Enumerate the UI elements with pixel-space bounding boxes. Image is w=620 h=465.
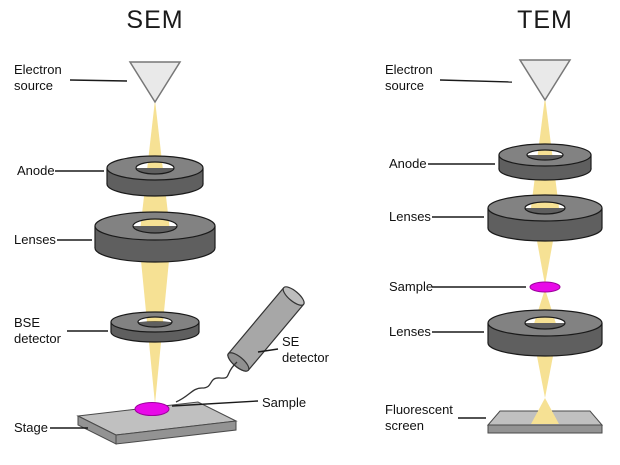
sem-se-detector-cap-top xyxy=(282,286,305,306)
tem-electron-source-triangle xyxy=(518,59,572,102)
tem-leader-electron-source xyxy=(439,79,513,83)
tem-electron-beam-lower xyxy=(531,398,559,424)
tem-lenses-lower-ring xyxy=(487,309,603,357)
sem-se-detector-edge-right xyxy=(247,304,305,371)
tem-anode-ring-top-face xyxy=(498,143,592,167)
tem-label-anode: Anode xyxy=(389,156,427,171)
tem-label-lenses-upper: Lenses xyxy=(389,209,431,224)
sem-lenses-ring xyxy=(94,211,216,263)
sem-se-detector-cap-front xyxy=(227,352,250,372)
tem-anode-ring xyxy=(498,143,592,181)
tem-label-sample: Sample xyxy=(389,279,434,294)
sem-label-anode: Anode xyxy=(17,163,55,178)
sem-bse-ring-top-face xyxy=(110,311,200,333)
sem-anode-ring xyxy=(106,155,204,197)
tem-lenses-upper-top-face xyxy=(487,194,603,222)
sem-leader-electron-source xyxy=(69,79,128,82)
tem-diagram xyxy=(428,59,604,434)
sem-label-se-detector: SE detector xyxy=(282,334,329,365)
sem-bse-detector-ring xyxy=(110,311,200,343)
sem-se-detector xyxy=(227,286,305,372)
tem-label-fluorescent-screen: Fluorescent screen xyxy=(385,402,453,433)
sem-diagram xyxy=(50,61,305,445)
sem-se-detector-wire xyxy=(175,361,238,403)
tem-label-electron-source: Electron source xyxy=(385,62,433,93)
sem-anode-ring-top-face xyxy=(106,155,204,181)
tem-screen-front-face xyxy=(487,424,603,434)
sem-label-stage: Stage xyxy=(14,420,48,435)
sem-se-detector-body xyxy=(228,287,304,371)
tem-lenses-upper-ring xyxy=(487,194,603,242)
sem-sample-dot xyxy=(134,402,170,416)
sem-se-detector-edge-left xyxy=(227,287,285,354)
sem-label-lenses: Lenses xyxy=(14,232,56,247)
tem-title: TEM xyxy=(517,6,573,34)
tem-label-lenses-lower: Lenses xyxy=(389,324,431,339)
sem-leader-se-detector xyxy=(257,348,279,353)
sem-electron-source-triangle xyxy=(128,61,182,104)
sem-leader-sample xyxy=(171,400,259,407)
sem-stage-left-face xyxy=(77,415,117,445)
sem-label-electron-source: Electron source xyxy=(14,62,62,93)
sem-label-sample: Sample xyxy=(262,395,307,410)
sem-title: SEM xyxy=(126,6,184,34)
sem-lenses-ring-top-face xyxy=(94,211,216,241)
tem-lenses-lower-top-face xyxy=(487,309,603,337)
tem-electron-beam-upper xyxy=(531,97,559,285)
sem-label-bse-detector: BSE detector xyxy=(14,315,61,346)
tem-sample-dot xyxy=(529,281,561,293)
